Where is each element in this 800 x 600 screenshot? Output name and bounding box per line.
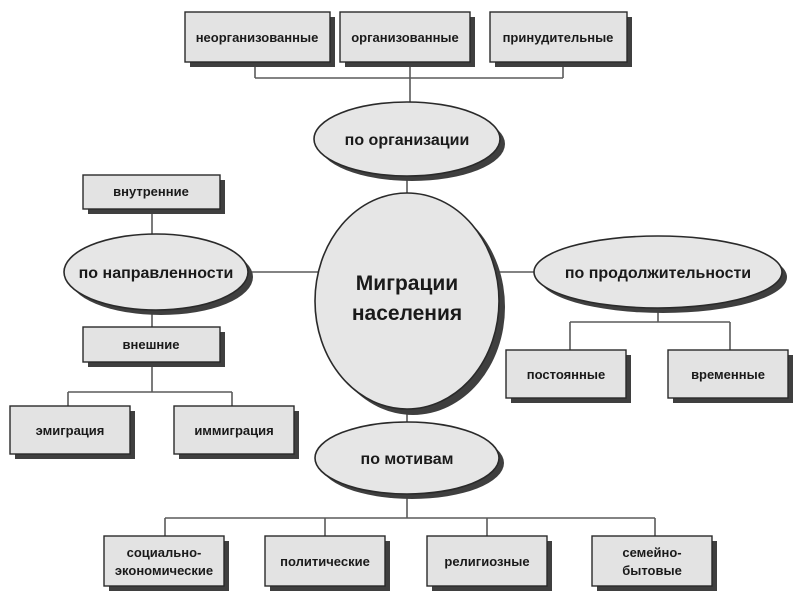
- direction-node: по направленности: [63, 233, 253, 315]
- organization-item-forced: принудительные: [489, 11, 632, 67]
- duration-temporary-label: временные: [691, 367, 765, 382]
- organization-item-organized: организованные: [339, 11, 475, 67]
- duration-node: по продолжительности: [533, 235, 787, 313]
- motive-religious-label: религиозные: [444, 554, 529, 569]
- organization-item-forced-label: принудительные: [503, 30, 614, 45]
- organization-node: по организации: [313, 101, 505, 181]
- duration-permanent-label: постоянные: [527, 367, 605, 382]
- center-node: Миграции населения: [314, 192, 505, 415]
- duration-permanent: постоянные: [505, 349, 631, 403]
- direction-external-label: внешние: [123, 337, 180, 352]
- direction-label: по направленности: [79, 265, 234, 282]
- organization-item-unorganized-label: неорганизованные: [196, 30, 319, 45]
- motive-political-label: политические: [280, 554, 370, 569]
- center-title-line1: Миграции: [356, 272, 458, 295]
- motive-socioeconomic: социально- экономические: [103, 535, 229, 591]
- duration-label: по продолжительности: [565, 265, 751, 282]
- center-title-line2: населения: [352, 302, 462, 325]
- motive-socioeconomic-line1: социально-: [127, 545, 202, 560]
- duration-temporary: временные: [667, 349, 793, 403]
- direction-internal: внутренние: [82, 174, 225, 214]
- motive-religious: религиозные: [426, 535, 552, 591]
- direction-immigration-label: иммиграция: [194, 423, 273, 438]
- organization-item-organized-label: организованные: [351, 30, 459, 45]
- direction-external: внешние: [82, 326, 225, 367]
- motive-family-line2: бытовые: [622, 563, 682, 578]
- motives-label: по мотивам: [361, 451, 454, 468]
- organization-label: по организации: [345, 132, 470, 149]
- motive-socioeconomic-line2: экономические: [115, 563, 213, 578]
- motive-family-line1: семейно-: [622, 545, 681, 560]
- motive-family: семейно- бытовые: [591, 535, 717, 591]
- motives-node: по мотивам: [314, 421, 504, 499]
- motive-political: политические: [264, 535, 390, 591]
- organization-item-unorganized: неорганизованные: [184, 11, 335, 67]
- direction-emigration: эмиграция: [9, 405, 135, 459]
- direction-emigration-label: эмиграция: [36, 423, 105, 438]
- direction-internal-label: внутренние: [113, 184, 189, 199]
- direction-immigration: иммиграция: [173, 405, 299, 459]
